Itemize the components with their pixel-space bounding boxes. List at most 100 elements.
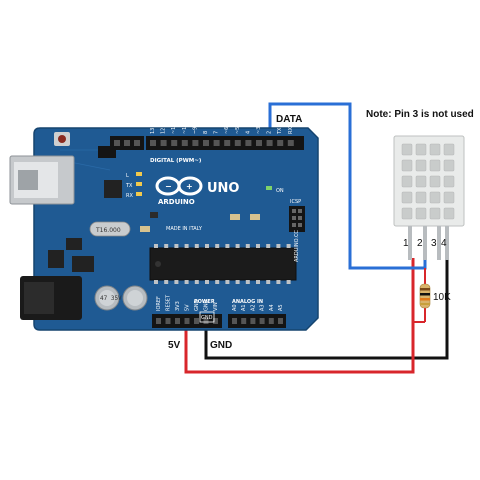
digital-pin-hole	[150, 140, 156, 146]
analog-pin-label: A2	[250, 304, 256, 311]
sensor-vent	[401, 207, 413, 220]
data-label: DATA	[276, 114, 302, 125]
chip-leg	[205, 244, 209, 248]
power-pin-hole	[165, 318, 171, 324]
sensor-vent	[443, 175, 455, 188]
chip-leg	[184, 280, 189, 284]
microcontroller-chip	[149, 247, 297, 281]
sensor-vent	[415, 143, 427, 156]
resistor	[419, 283, 431, 309]
sensor-pin-3: 3	[431, 238, 437, 249]
analog-pin-label: A4	[269, 304, 275, 311]
digital-pin-label: 8	[203, 131, 209, 134]
digital-header-label: DIGITAL (PWM~)	[150, 158, 202, 164]
digital-pin-hole	[224, 140, 231, 146]
chip-leg	[245, 244, 250, 248]
digital-pin-hole	[245, 140, 252, 146]
chip-leg	[266, 244, 271, 248]
power-pin-hole	[203, 318, 209, 324]
capacitor-2	[122, 285, 148, 311]
digital-pin-label: RX 0	[288, 122, 294, 134]
analog-header	[228, 314, 286, 328]
sensor-vent	[401, 175, 413, 188]
capacitor-1: 47 35V	[94, 285, 122, 311]
crystal-label: T16.000	[95, 227, 121, 234]
digital-pin-hole	[213, 140, 220, 146]
svg-text:L: L	[126, 173, 129, 179]
chip-leg	[205, 280, 209, 284]
analog-pin-label: A5	[278, 304, 284, 311]
chip-leg	[215, 280, 220, 284]
digital-pin-label: ~5	[235, 127, 241, 134]
sensor-vent	[401, 159, 413, 172]
chip-leg	[235, 244, 240, 248]
analog-pin-label: A0	[232, 304, 238, 311]
sensor-vent	[415, 191, 427, 204]
resistor-label: 10K	[433, 292, 451, 303]
digital-pin-hole	[266, 140, 273, 146]
chip-leg	[276, 244, 281, 248]
analog-pin-hole	[241, 318, 247, 324]
chip-leg	[164, 280, 169, 284]
gnd-pin-marker	[199, 311, 215, 323]
sensor-pin-2: 2	[417, 238, 423, 249]
power-pin-hole	[184, 318, 190, 324]
digital-pin-hole	[192, 140, 199, 146]
chip-leg	[276, 280, 281, 284]
digital-pin-label: 13	[150, 128, 156, 134]
digital-pin-hole	[181, 140, 188, 146]
chip-leg	[174, 280, 179, 284]
dht-sensor	[393, 135, 465, 260]
chip-leg	[154, 244, 158, 248]
digital-pin-label: ~9	[192, 127, 198, 134]
power-pin-label: RESET	[166, 294, 172, 311]
digital-pin-label: ~6	[224, 127, 230, 134]
svg-text:−: −	[165, 182, 172, 191]
analog-pin-hole	[250, 318, 256, 324]
sensor-vent	[401, 191, 413, 204]
sensor-vent	[429, 207, 441, 220]
chip-leg	[245, 280, 250, 284]
sensor-vent	[443, 159, 455, 172]
power-pin-label: GND	[204, 299, 210, 311]
chip-leg	[286, 244, 291, 248]
analog-pin-hole	[232, 318, 237, 324]
power-pin-label: IOREF	[156, 296, 162, 311]
sensor-vent	[443, 143, 455, 156]
icsp-header: ICSP	[289, 199, 305, 232]
chip-leg	[286, 280, 291, 284]
model-label: UNO	[207, 181, 240, 196]
digital-pin-label: TX 1	[277, 123, 283, 135]
chip-leg	[266, 280, 271, 284]
chip-leg	[174, 244, 179, 248]
chip-leg	[215, 244, 220, 248]
power-pin-hole	[213, 318, 218, 324]
digital-pin-label: 2	[267, 131, 273, 134]
digital-pin-hole	[171, 140, 178, 146]
sensor-vent	[401, 143, 413, 156]
sensor-vent	[443, 207, 455, 220]
digital-pin-hole	[203, 140, 209, 146]
digital-pin-hole	[256, 140, 262, 146]
sensor-pin-4: 4	[441, 238, 447, 249]
chip-leg	[225, 244, 230, 248]
digital-pin-label: ~11	[171, 123, 177, 134]
svg-text:RX: RX	[126, 193, 133, 199]
power-pin-label: VIN	[213, 302, 219, 311]
digital-pin-hole	[160, 140, 167, 146]
site-label: ARDUINO.CC	[294, 230, 300, 262]
sensor-vent	[443, 191, 455, 204]
sensor-vent	[415, 175, 427, 188]
analog-pin-hole	[278, 318, 283, 324]
wire-5v	[184, 258, 415, 374]
digital-pin-label: ~10	[182, 123, 188, 134]
chip-leg	[194, 244, 199, 248]
digital-pin-label: ~3	[256, 127, 262, 134]
power-pin-hole	[175, 318, 180, 324]
svg-text:TX: TX	[125, 183, 133, 189]
sensor-vent	[429, 143, 441, 156]
sensor-pin-1: 1	[403, 238, 409, 249]
analog-pin-hole	[268, 318, 274, 324]
note-label: Note: Pin 3 is not used	[366, 109, 474, 120]
5v-label: 5V	[168, 340, 181, 351]
